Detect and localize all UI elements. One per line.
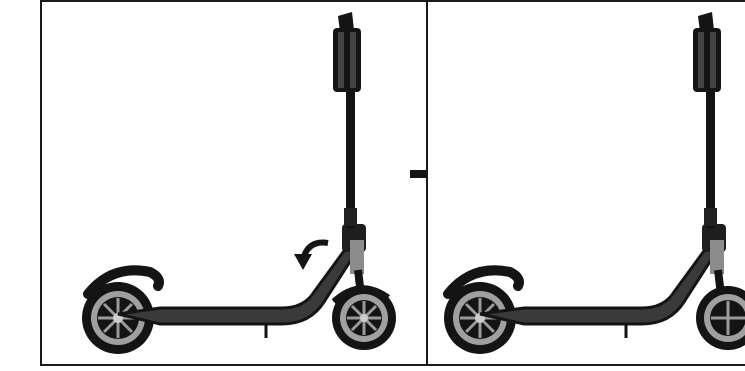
fold-rotation-arrow-icon [294,243,328,270]
front-wheel [696,286,745,350]
scooter-icon [42,2,426,364]
front-wheel [332,286,396,350]
panel-unfolded [40,0,428,366]
panel-folded [426,0,745,366]
scooter-icon [428,2,745,364]
